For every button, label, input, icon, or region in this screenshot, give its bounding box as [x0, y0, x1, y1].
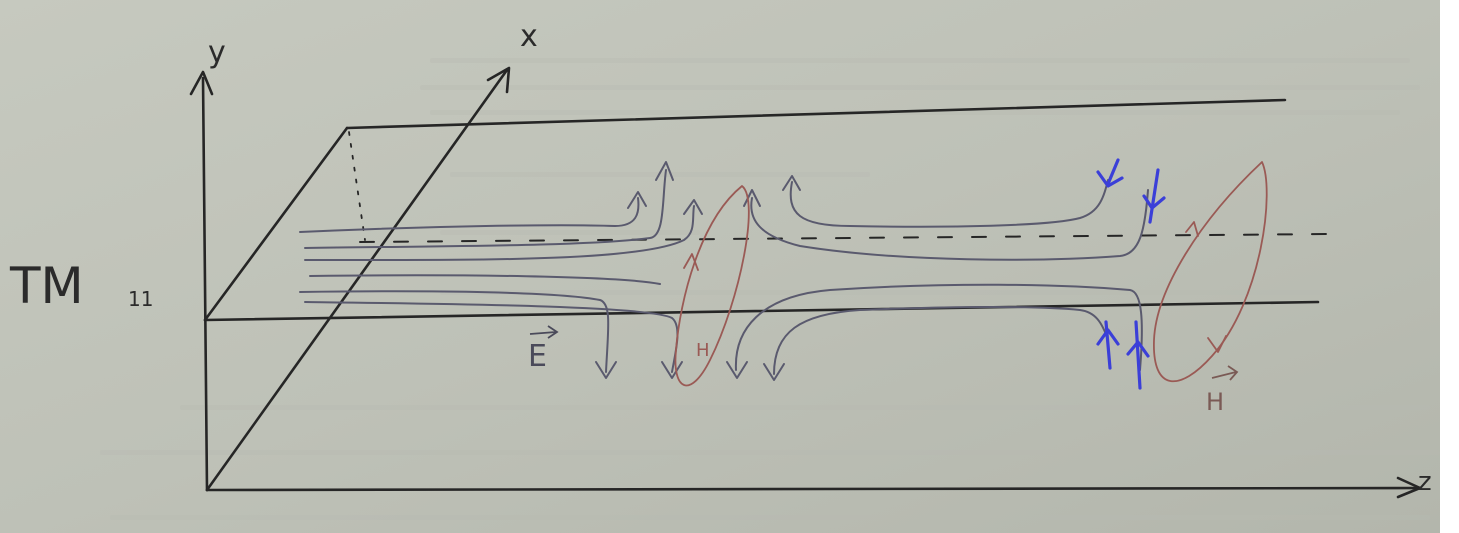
- coordinate-axes: [189, 66, 1422, 499]
- guide-center-line: [359, 233, 1331, 243]
- e-vector-arrow: [529, 325, 559, 339]
- blue-field-arrows: [1096, 158, 1166, 390]
- h-field-letter-left: H: [696, 340, 710, 361]
- e-arrow-down-2: [661, 361, 683, 379]
- side-wall-edge: [203, 126, 349, 322]
- h-field-letter-right: H: [1206, 388, 1224, 416]
- e-arrow-up-1: [627, 191, 647, 209]
- e-line-upper-1: [299, 197, 640, 233]
- x-axis-arrowhead: [486, 66, 511, 94]
- e-line-right-upper-inner: [789, 179, 1109, 228]
- e-line-right-lower-inner: [773, 306, 1109, 375]
- blue-arrowhead-down-1: [1096, 170, 1124, 188]
- e-field-label: E: [528, 325, 559, 374]
- e-line-right-upper-outer: [750, 189, 1149, 261]
- x-axis: [205, 68, 509, 492]
- blue-arrow-up-2: [1134, 320, 1142, 390]
- mode-label: TM: [9, 257, 84, 315]
- e-arrow-down-4: [763, 363, 785, 381]
- blue-arrowhead-down-2: [1142, 194, 1166, 210]
- e-arrow-up-3: [683, 199, 703, 215]
- z-axis-label: z: [1418, 467, 1432, 497]
- e-arrow-up-5: [743, 189, 761, 207]
- e-line-upper-3: [304, 205, 695, 262]
- h-loop-right-arrow-2: [1185, 221, 1199, 237]
- y-axis-arrowhead: [189, 70, 214, 96]
- z-axis-arrowhead: [1396, 476, 1422, 499]
- y-axis-label: y: [208, 35, 226, 70]
- h-field-label-left: H: [696, 340, 710, 361]
- e-arrow-up-2: [655, 161, 674, 181]
- e-line-mid: [309, 274, 661, 285]
- h-loop-left: [674, 185, 750, 387]
- e-arrow-down-3: [726, 361, 748, 379]
- blue-arrowhead-up-1: [1096, 328, 1120, 346]
- h-field-label-right: H: [1206, 365, 1239, 416]
- e-field-letter: E: [528, 339, 547, 374]
- blue-arrow-down-2: [1148, 168, 1160, 224]
- blue-arrow-down-1: [1106, 158, 1120, 186]
- photo-margin: [1440, 0, 1459, 533]
- e-arrow-down-1: [595, 361, 617, 379]
- h-loop-right: [1153, 161, 1268, 382]
- z-axis: [205, 486, 1422, 492]
- bleed-through-text: [100, 58, 1440, 520]
- h-vector-arrow: [1211, 365, 1239, 381]
- h-loop-right-arrow: [1207, 335, 1227, 353]
- h-field-loops: [674, 161, 1268, 387]
- blue-arrowhead-up-2: [1126, 340, 1150, 358]
- lower-wall-edge: [203, 300, 1320, 322]
- x-axis-label: x: [520, 19, 538, 54]
- waveguide-walls: [203, 98, 1320, 322]
- upper-wall-edge: [345, 98, 1287, 130]
- mode-subscript: 11: [128, 287, 153, 311]
- e-line-lower-1: [299, 290, 610, 373]
- e-line-upper-2: [304, 169, 667, 249]
- e-field-lines: [299, 161, 1149, 381]
- y-axis: [201, 76, 209, 492]
- e-arrow-up-4: [782, 175, 801, 191]
- h-loop-left-arrow: [683, 253, 699, 271]
- e-line-right-lower-outer: [734, 283, 1143, 371]
